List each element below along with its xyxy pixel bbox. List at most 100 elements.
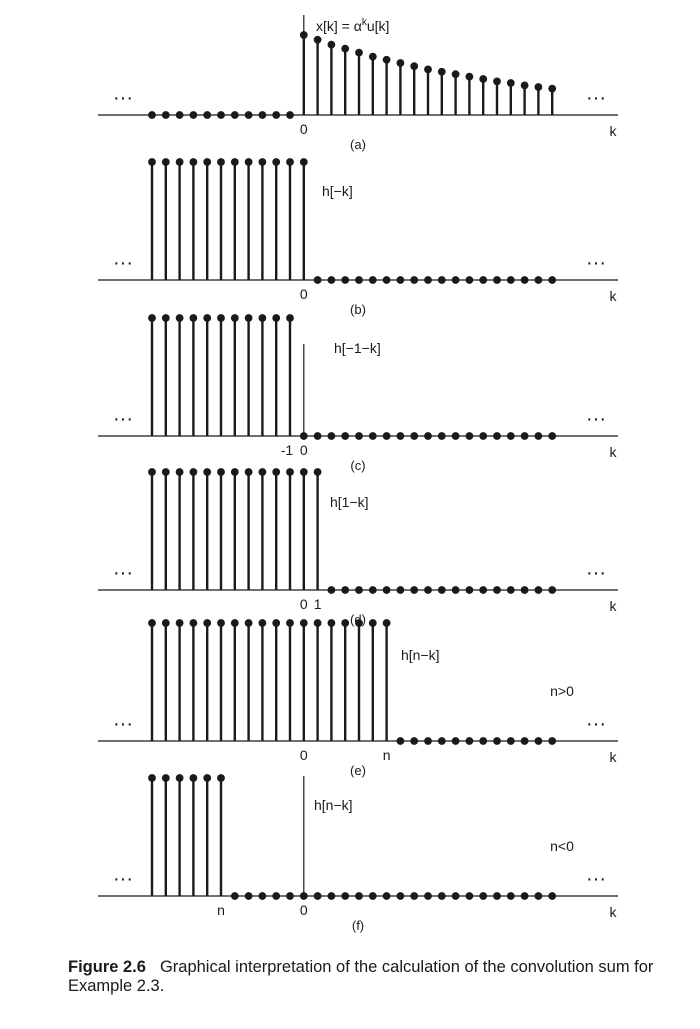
panel-e-sample-dot [258,619,267,627]
panel-f-sample-dot [244,892,253,900]
panel-a-sample-dot [396,59,405,67]
panel-d-sample-dot [272,468,281,476]
panel-b-sample-dot [424,276,432,284]
panel-b-sample-dot [341,276,350,284]
panel-d-sample-dot [534,586,543,594]
panel-a-sample-dot [148,111,156,119]
panel-f-sample-dot [272,892,281,900]
panel-a-sample-dot [355,48,363,57]
panel-e-sample-dot [313,619,322,627]
panel-c-caption: (c) [350,458,365,473]
panel-a-sample-dot [175,111,184,119]
panel-d-sample-dot [286,468,294,476]
panel-c-sample-dot [189,314,198,322]
panel-d-sample-dot [437,586,446,594]
panel-e-sample-dot [534,737,543,745]
panel-b-ellipsis-left: ··· [113,252,133,274]
panel-e-sample-dot [203,619,212,627]
panel-e-sample-dot [286,619,294,627]
panel-d-sample-dot [465,586,474,594]
panel-c-ellipsis-left: ··· [113,408,133,430]
panel-c-sample-dot [465,432,474,440]
panel-a-sample-dot [451,70,460,79]
panel-d-sample-dot [230,468,239,476]
panel-b-sample-dot [355,276,363,284]
panel-a-tick-label: 0 [300,121,308,137]
panel-e-condition-label: n>0 [550,683,574,699]
panel-e-sample-dot [368,619,377,627]
panel-e-signal-label: h[n−k] [401,647,440,663]
panel-c-ellipsis-right: ··· [586,408,606,430]
panel-c-sample-dot [437,432,446,440]
panel-d-sample-dot [479,586,488,594]
panel-a-sample-dot [493,77,501,86]
panel-a-sample-dot [230,111,239,119]
caption-label: Figure 2.6 [68,958,146,976]
panel-d-sample-dot [299,468,308,476]
panel-e-sample-dot [341,619,350,627]
panel-a-sample-dot [341,44,350,53]
panel-d-sample-dot [410,586,419,594]
panel-d-sample-dot [424,586,432,594]
panel-d-sample-dot [396,586,405,594]
panel-d-signal-label: h[1−k] [330,494,369,510]
panel-d-sample-dot [341,586,350,594]
panel-d-sample-dot [217,468,225,476]
panel-e-sample-dot [479,737,488,745]
panel-b-sample-dot [506,276,515,284]
panel-c-sample-dot [506,432,515,440]
panel-e-sample-dot [437,737,446,745]
panel-e-sample-dot [396,737,405,745]
panel-f-sample-dot [506,892,515,900]
panel-c-sample-dot [451,432,460,440]
panel-a-sample-dot [479,75,488,83]
panel-e-sample-dot [548,737,557,745]
panel-e-sample-dot [506,737,515,745]
panel-f-sample-dot [203,774,212,782]
panel-e-sample-dot [520,737,529,745]
panel-a-sample-dot [437,67,446,76]
panel-b-sample-dot [203,158,212,166]
panel-d-sample-dot [493,586,501,594]
panel-a-sample-dot [272,111,281,119]
panel-c-sample-dot [424,432,432,440]
panel-b-sample-dot [410,276,419,284]
panel-e-tick-label: n [383,747,391,763]
panel-f-sample-dot [258,892,267,900]
panel-e-sample-dot [465,737,474,745]
panel-f-sample-dot [465,892,474,900]
panel-d-tick-label: 0 [300,596,308,612]
panel-a-sample-dot [534,83,543,91]
panel-a-sample-dot [258,111,267,119]
panel-e-sample-dot [175,619,184,627]
panel-e-sample-dot [148,619,156,627]
panel-d-sample-dot [313,468,322,476]
panel-f-ellipsis-right: ··· [586,868,606,890]
panel-a-sample-dot [244,111,253,119]
panel-e-sample-dot [244,619,253,627]
panel-a-sample-dot [520,81,529,90]
panel-c-sample-dot [355,432,363,440]
panel-a-sample-dot [203,111,212,119]
panel-d-sample-dot [355,586,363,594]
panel-f-k-label: k [610,904,618,920]
panel-f-sample-dot [396,892,405,900]
panel-e-k-label: k [610,749,618,765]
panel-e-sample-dot [230,619,239,627]
panel-c-sample-dot [203,314,212,322]
panel-b-caption: (b) [350,302,366,317]
panel-c-sample-dot [161,314,170,322]
panel-b-sample-dot [396,276,405,284]
panel-f-ellipsis-left: ··· [113,868,133,890]
panel-b-tick-label: 0 [300,286,308,302]
panel-c-sample-dot [493,432,501,440]
panel-e-tick-label: 0 [300,747,308,763]
panel-a-sample-dot [161,111,170,119]
panel-b-sample-dot [479,276,488,284]
panel-d-sample-dot [161,468,170,476]
panel-a-sample-dot [506,79,515,87]
panel-a-sample-dot [286,111,294,119]
panel-b-sample-dot [189,158,198,166]
panel-f-sample-dot [437,892,446,900]
panel-d-sample-dot [327,586,336,594]
